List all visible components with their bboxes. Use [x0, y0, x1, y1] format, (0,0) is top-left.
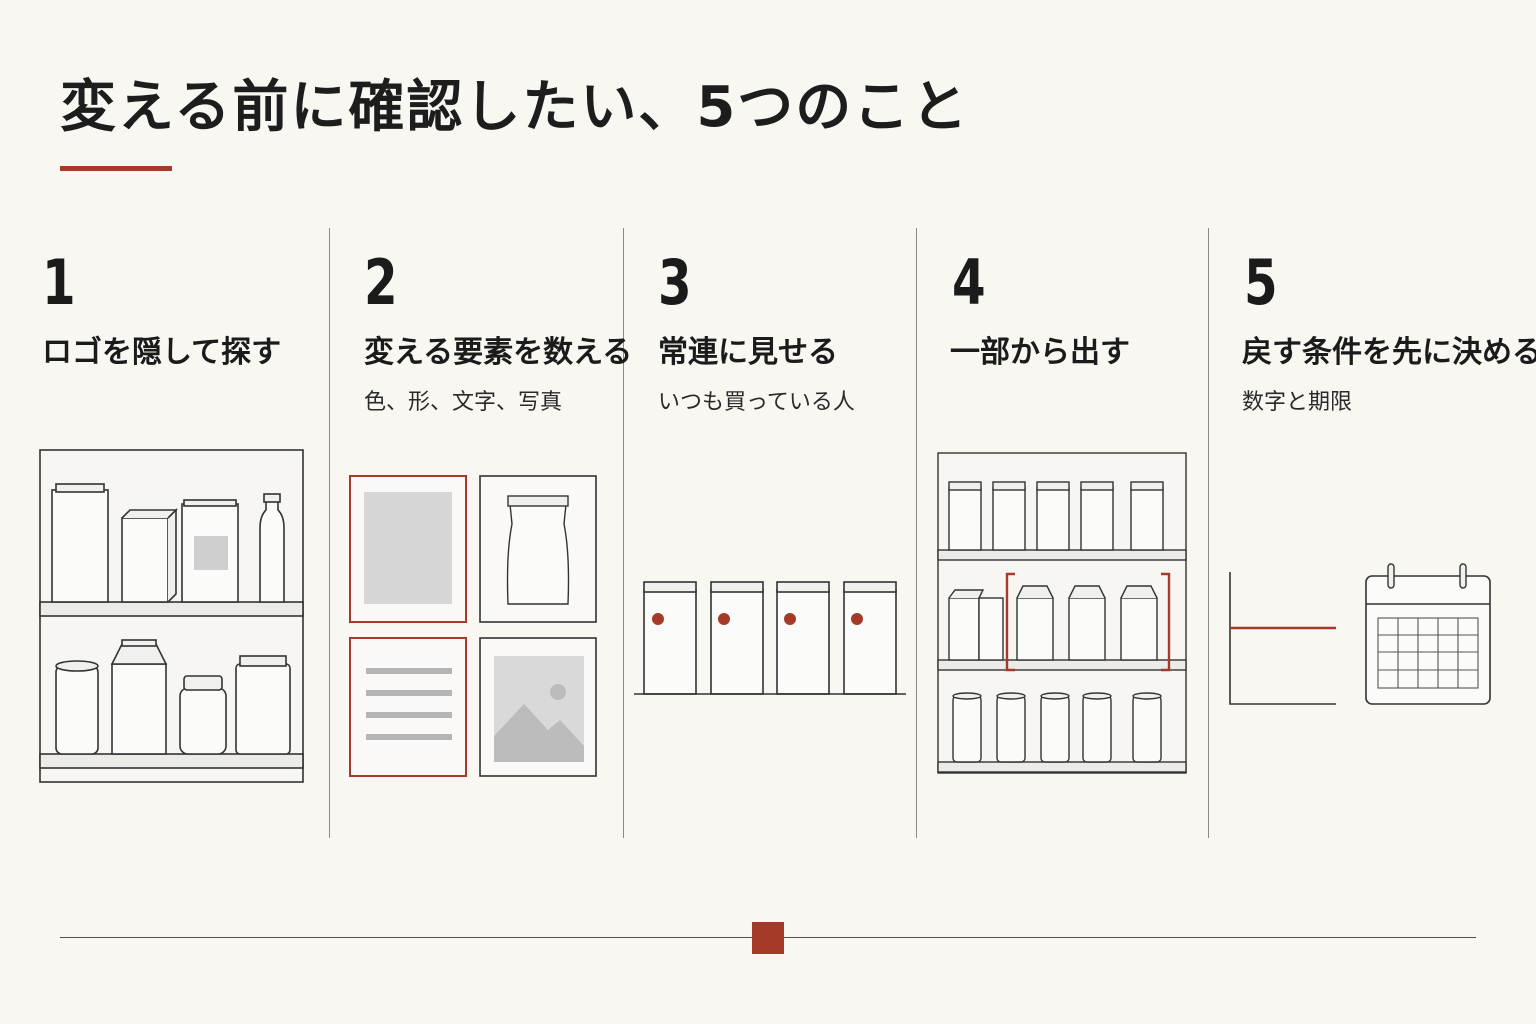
design-elements-icon	[349, 475, 597, 777]
step-subtext: 数字と期限	[1242, 390, 1353, 415]
step-subtext: いつも買っている人	[658, 390, 855, 415]
title-accent-bar	[60, 166, 172, 171]
step-number: 2	[364, 246, 398, 319]
column-divider	[623, 228, 624, 838]
calendar-icon	[1365, 563, 1491, 705]
footer-marker	[752, 922, 784, 954]
page-title: 変える前に確認したい、5つのこと	[60, 75, 970, 140]
step-number: 4	[952, 246, 986, 319]
step-number: 5	[1244, 246, 1278, 319]
partial-shelf-icon	[937, 452, 1187, 774]
product-bags-icon	[634, 581, 906, 695]
step-heading: 変える要素を数える	[364, 335, 633, 370]
store-shelf-icon	[39, 449, 304, 783]
step-subtext: 色、形、文字、写真	[364, 390, 563, 415]
step-heading: 戻す条件を先に決める	[1242, 335, 1536, 370]
column-divider	[916, 228, 917, 838]
column-divider	[329, 228, 330, 838]
step-number: 3	[658, 246, 692, 319]
step-heading: ロゴを隠して探す	[42, 335, 282, 370]
threshold-graph-icon	[1229, 572, 1336, 705]
column-divider	[1208, 228, 1209, 838]
step-heading: 常連に見せる	[658, 335, 838, 370]
step-heading: 一部から出す	[950, 335, 1130, 370]
step-number: 1	[42, 246, 76, 319]
